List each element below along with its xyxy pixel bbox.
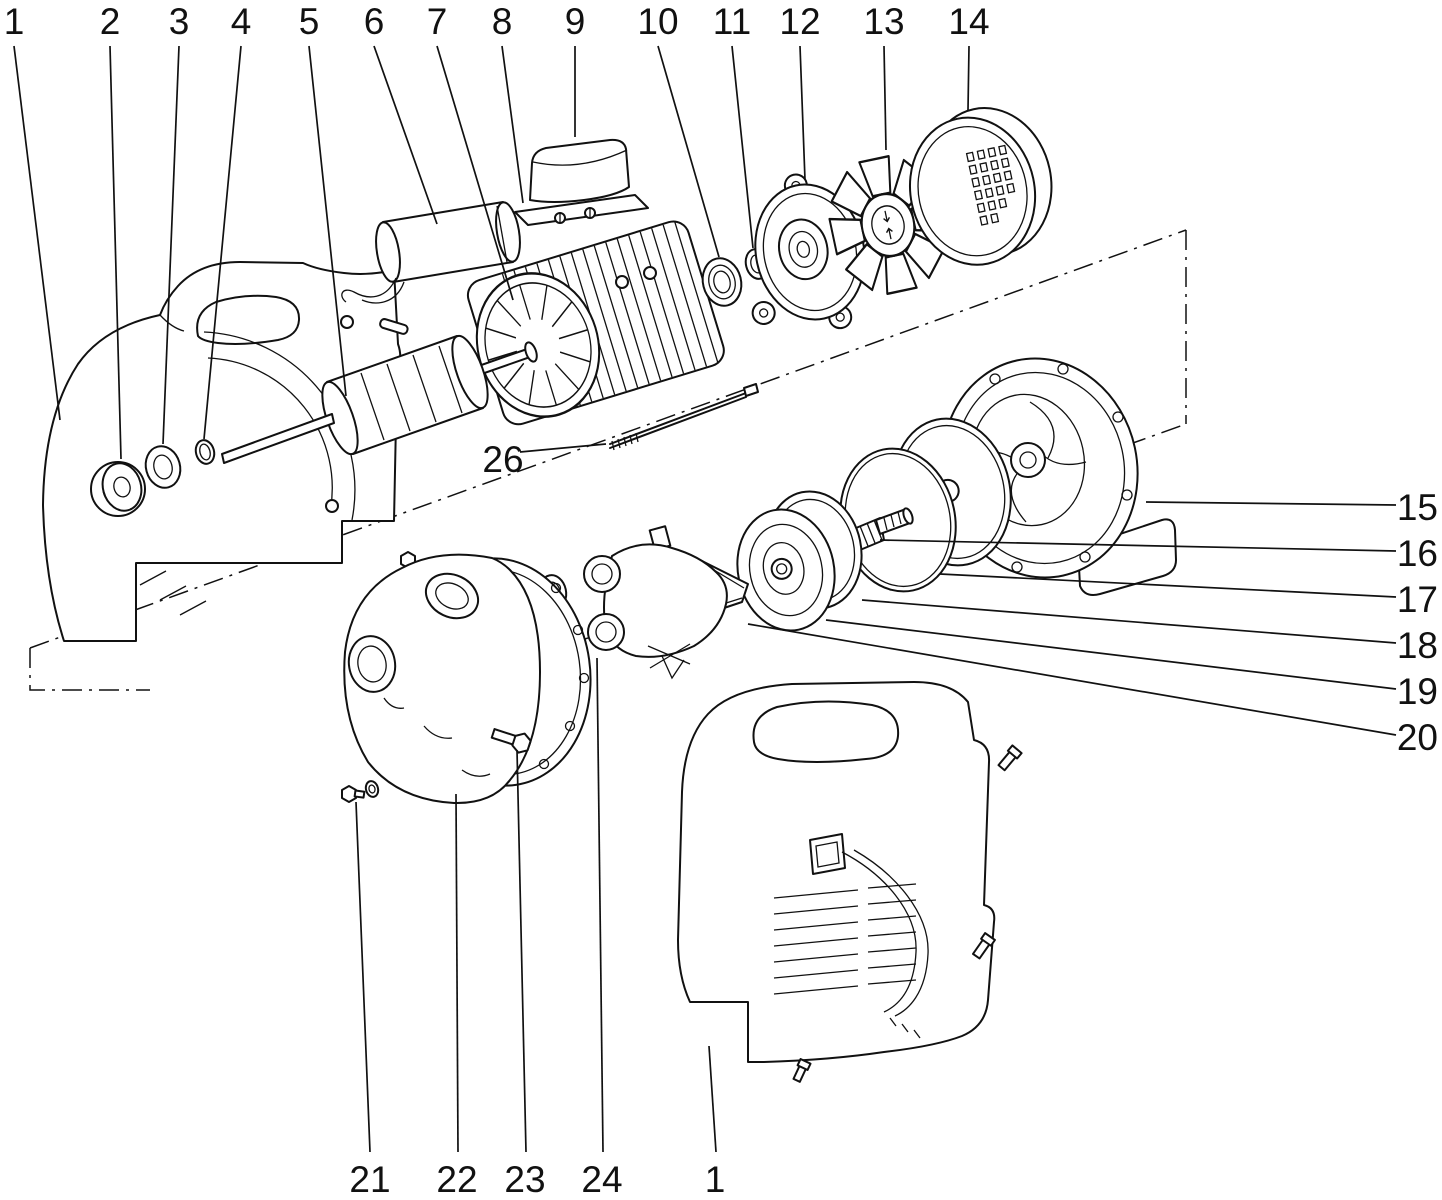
callout-23: 23 bbox=[504, 1159, 545, 1200]
leader-3 bbox=[162, 45, 180, 445]
cover-screw bbox=[792, 1058, 812, 1083]
callout-14: 14 bbox=[948, 1, 989, 42]
leader-15 bbox=[1145, 501, 1397, 506]
callout-15: 15 bbox=[1397, 487, 1438, 528]
callout-20: 20 bbox=[1397, 717, 1438, 758]
cover-screw bbox=[997, 744, 1023, 772]
circlip bbox=[194, 439, 216, 465]
callout-5: 5 bbox=[299, 1, 320, 42]
leader-7 bbox=[436, 45, 514, 301]
callout-26: 26 bbox=[482, 439, 523, 480]
leader-12 bbox=[799, 45, 806, 181]
slinger-washer bbox=[101, 462, 143, 512]
leader-26 bbox=[519, 443, 607, 453]
diffuser-body bbox=[583, 525, 749, 680]
callout-1: 1 bbox=[4, 1, 25, 42]
leader-5 bbox=[308, 45, 347, 397]
callout-labels: 1 2 3 4 5 6 7 8 9 10 11 12 13 14 15 16 1… bbox=[4, 1, 1438, 1200]
leader-1-bottom bbox=[708, 1045, 717, 1153]
casing-bolt bbox=[490, 728, 532, 754]
terminal-box bbox=[514, 138, 649, 226]
ball-bearing-front bbox=[144, 445, 182, 489]
callout-13: 13 bbox=[863, 1, 904, 42]
leader-17 bbox=[939, 573, 1397, 598]
callout-21: 21 bbox=[349, 1159, 390, 1200]
leader-lines bbox=[13, 45, 1397, 1153]
leader-11 bbox=[731, 45, 754, 249]
drain-plug bbox=[341, 780, 380, 803]
callout-16: 16 bbox=[1397, 533, 1438, 574]
tie-stud bbox=[609, 383, 759, 451]
callout-19: 19 bbox=[1397, 671, 1438, 712]
leader-18 bbox=[861, 599, 1397, 644]
terminal-box-screw bbox=[584, 207, 596, 219]
callout-12: 12 bbox=[779, 1, 820, 42]
ball-bearing-rear bbox=[701, 257, 743, 307]
leader-1-top bbox=[13, 45, 61, 421]
leader-2 bbox=[109, 45, 122, 460]
fan-cover bbox=[908, 107, 1053, 266]
leader-14 bbox=[967, 45, 970, 111]
leader-4 bbox=[203, 45, 242, 440]
leader-6 bbox=[373, 45, 438, 225]
callout-8: 8 bbox=[492, 1, 513, 42]
callout-7: 7 bbox=[427, 1, 448, 42]
leader-23 bbox=[516, 749, 527, 1153]
leader-20 bbox=[747, 623, 1397, 736]
front-pump-casing bbox=[343, 553, 592, 805]
callout-24: 24 bbox=[581, 1159, 622, 1200]
leader-24 bbox=[596, 657, 604, 1153]
motor-stator bbox=[466, 220, 725, 426]
leader-16 bbox=[879, 539, 1397, 552]
leader-21 bbox=[355, 801, 371, 1153]
outer-cover-shell bbox=[677, 681, 1023, 1083]
cover-screw bbox=[971, 932, 996, 960]
dowel-pin bbox=[379, 318, 409, 335]
callout-18: 18 bbox=[1397, 625, 1438, 666]
callout-9: 9 bbox=[565, 1, 586, 42]
callout-17: 17 bbox=[1397, 579, 1438, 620]
capacitor bbox=[341, 201, 521, 304]
leader-22 bbox=[455, 793, 459, 1153]
callout-3: 3 bbox=[169, 1, 190, 42]
leader-10 bbox=[657, 45, 720, 258]
callout-1b: 1 bbox=[705, 1159, 726, 1200]
leader-19 bbox=[825, 619, 1397, 690]
callout-4: 4 bbox=[231, 1, 252, 42]
callout-10: 10 bbox=[637, 1, 678, 42]
callout-22: 22 bbox=[436, 1159, 477, 1200]
rotor-shaft bbox=[221, 334, 538, 464]
leader-8 bbox=[501, 45, 524, 204]
callout-11: 11 bbox=[713, 1, 751, 42]
leader-13 bbox=[883, 45, 887, 151]
terminal-box-screw bbox=[554, 212, 566, 224]
callout-6: 6 bbox=[364, 1, 385, 42]
callout-2: 2 bbox=[100, 1, 121, 42]
